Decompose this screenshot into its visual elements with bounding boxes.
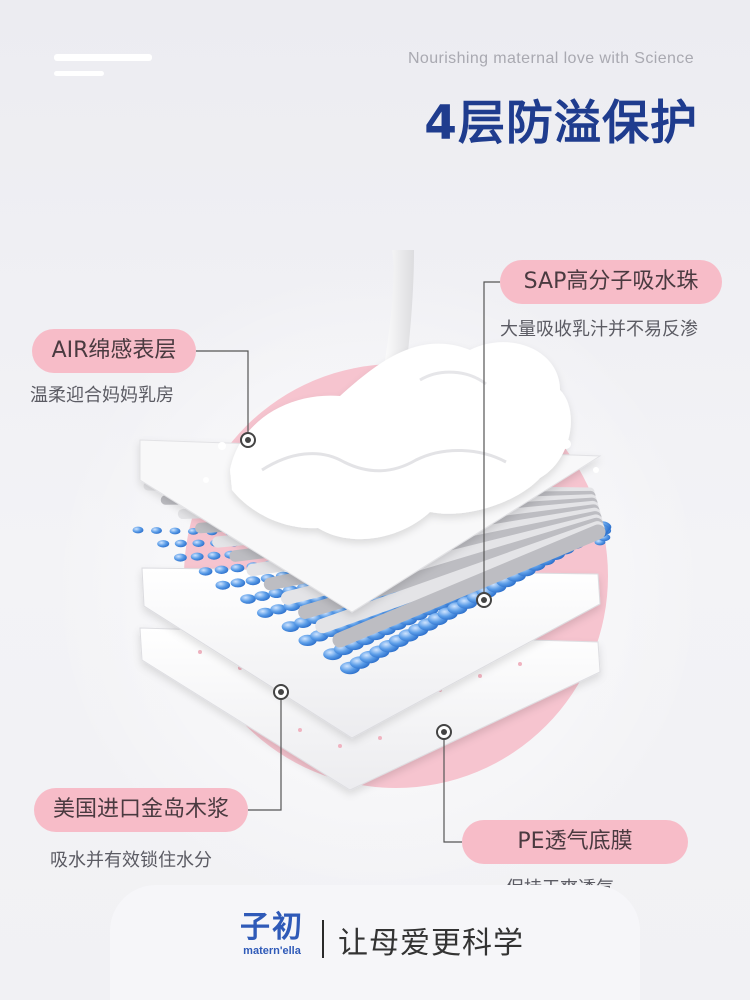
leader-line-air — [196, 350, 249, 440]
leader-line-pe — [443, 732, 462, 843]
sap-bead — [245, 576, 261, 586]
label-air-layer: AIR绵感表层 — [32, 329, 196, 373]
sap-bead — [169, 527, 181, 535]
brand-slogan: 让母爱更科学 — [338, 926, 524, 961]
milk-splash — [203, 250, 599, 540]
tagline: Nourishing maternal love with Science — [407, 50, 694, 67]
sap-bead — [174, 553, 187, 562]
sap-bead — [230, 563, 245, 573]
desc-sap-layer: 大量吸收乳汁并不易反渗 — [500, 319, 698, 340]
label-pe-layer: PE透气底膜 — [462, 820, 688, 864]
sap-bead — [151, 527, 162, 534]
sap-bead — [132, 526, 144, 534]
sap-bead — [254, 591, 270, 601]
page-title: 4层防溢保护 — [424, 96, 698, 151]
brand-logo-en: matern'ella — [243, 945, 301, 957]
decor-bar-short — [54, 71, 104, 76]
sap-bead — [270, 604, 287, 615]
sap-bead — [157, 540, 170, 548]
sap-bead — [257, 607, 274, 618]
label-pulp-layer: 美国进口金岛木浆 — [34, 788, 248, 832]
desc-air-layer: 温柔迎合妈妈乳房 — [30, 385, 174, 406]
sap-bead — [268, 588, 285, 598]
desc-pulp-layer: 吸水并有效锁住水分 — [50, 850, 212, 871]
sap-bead — [190, 552, 204, 561]
sap-bead — [214, 565, 229, 574]
leader-line-pulp — [248, 692, 282, 811]
sap-bead — [198, 567, 213, 576]
sap-bead — [240, 594, 256, 604]
sap-bead — [192, 539, 205, 547]
brand-logo: 子初 matern'ella — [232, 910, 312, 958]
sap-bead — [174, 539, 187, 548]
air-rod — [332, 524, 606, 648]
leader-line-sap — [483, 281, 500, 600]
brand-footer — [110, 885, 640, 1000]
sap-bead — [230, 578, 246, 588]
brand-divider — [322, 920, 324, 958]
sap-bead — [207, 551, 221, 560]
sap-bead — [215, 580, 231, 590]
decor-bar-long — [54, 54, 152, 61]
brand-logo-cn: 子初 — [240, 910, 304, 945]
label-sap-layer: SAP高分子吸水珠 — [500, 260, 722, 304]
